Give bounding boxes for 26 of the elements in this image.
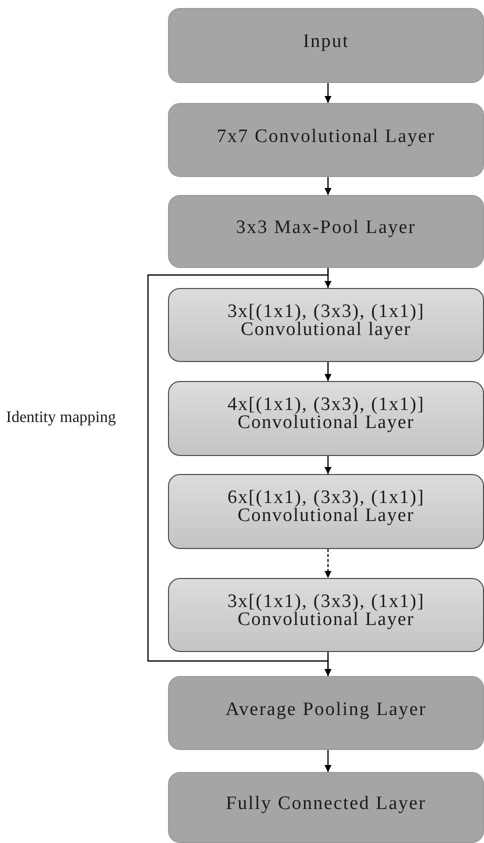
layer-box [168,676,484,750]
layer-box [168,381,484,456]
layer-label: Fully Connected Layer [226,793,426,816]
layer-label: 3x[(1x1), (3x3), (1x1)] Convolutional layer [226,303,426,340]
layer-box [168,288,484,362]
layer-box [168,772,484,843]
edge-label: Identity mapping [6,408,116,428]
layer-label: 4x[(1x1), (3x3), (1x1)] Convolutional Layer [226,396,426,432]
layer-label: 7x7 Convolutional Layer [216,126,436,148]
layer-label: Average Pooling Layer [225,698,427,722]
arrow [324,83,332,103]
arrow [324,549,332,578]
arrow [324,750,332,772]
arrow [147,268,332,676]
layer-label: Input [302,31,350,54]
layer-box [168,578,484,652]
arrow [324,362,332,381]
layer-box [168,195,484,268]
layer-box [168,8,484,83]
arrow [324,456,332,474]
layer-label: 6x[(1x1), (3x3), (1x1)] Convolutional Layer [226,489,426,526]
layer-label: 3x[(1x1), (3x3), (1x1)] Convolutional Layer [226,593,426,630]
layer-label: 3x3 Max-Pool Layer [236,217,416,240]
arrow [324,177,332,195]
layer-box [168,103,484,177]
layer-box [168,474,484,549]
